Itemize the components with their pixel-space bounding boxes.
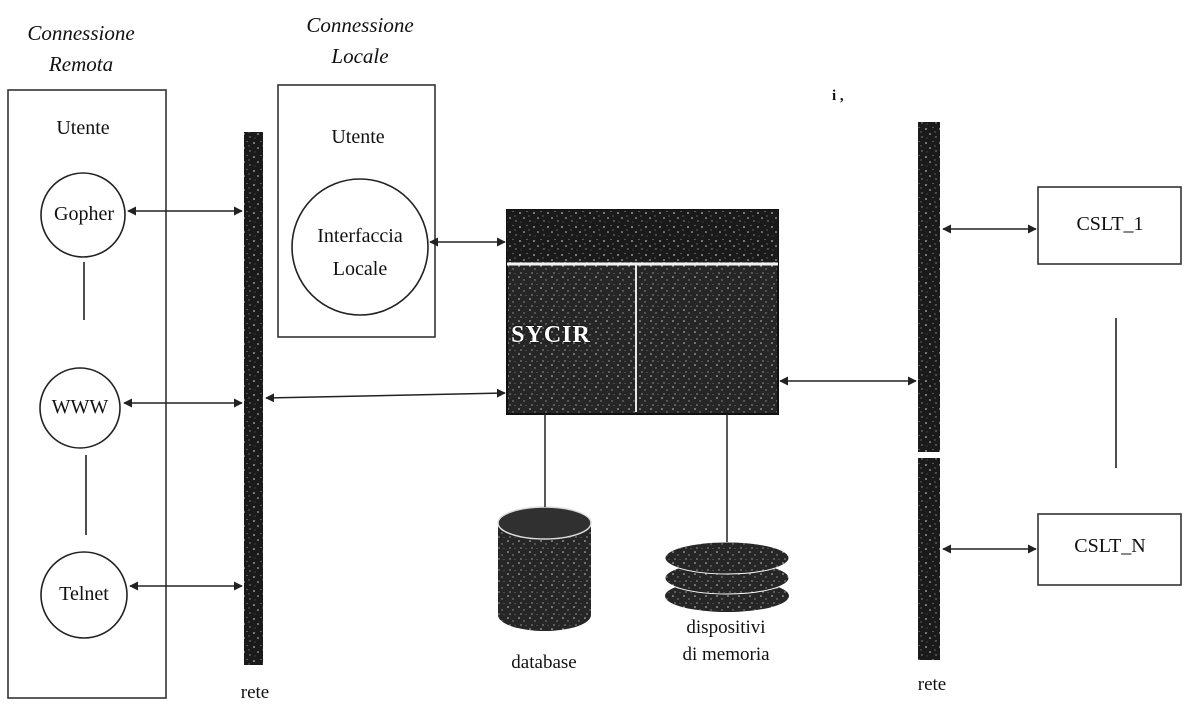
database-label: database <box>511 652 577 673</box>
remote-heading-line2: Remota <box>48 52 114 76</box>
cslt-1-box <box>1037 186 1182 265</box>
remote-connection-box <box>7 89 167 699</box>
storage-devices-label-line2: di memoria <box>682 644 770 665</box>
local-interface-line2: Locale <box>332 258 388 280</box>
cslt-1-label: CSLT_1 <box>1076 213 1144 235</box>
server-label: SYCIR <box>511 322 591 348</box>
local-connection-box <box>277 84 436 338</box>
local-user-label: Utente <box>331 126 385 148</box>
telnet-node <box>40 551 128 639</box>
stray-mark: i , <box>832 88 844 104</box>
right-bus-gap <box>916 452 942 458</box>
storage-devices-label-line1: dispositivi <box>686 617 766 638</box>
gopher-node <box>40 172 126 258</box>
local-interface-line1: Interfaccia <box>317 225 403 247</box>
local-interface-node <box>291 178 429 316</box>
sycir-server <box>506 209 779 415</box>
www-label: WWW <box>51 396 109 418</box>
cslt-n-label: CSLT_N <box>1074 535 1146 557</box>
remote-heading-line1: Connessione <box>27 21 135 45</box>
local-heading-line1: Connessione <box>306 13 414 37</box>
storage-devices-icon <box>664 541 790 612</box>
gopher-label: Gopher <box>54 203 114 225</box>
local-heading-line2: Locale <box>331 44 389 68</box>
cslt-n-box <box>1037 513 1182 586</box>
right-network-bus <box>918 122 940 660</box>
www-node <box>39 367 121 449</box>
telnet-label: Telnet <box>59 583 109 605</box>
left-network-label: rete <box>240 682 270 703</box>
remote-user-label: Utente <box>56 117 110 139</box>
database-icon <box>497 506 592 631</box>
left-network-bus <box>244 132 263 665</box>
right-network-label: rete <box>917 674 947 695</box>
arrow-bus-server <box>265 388 506 403</box>
